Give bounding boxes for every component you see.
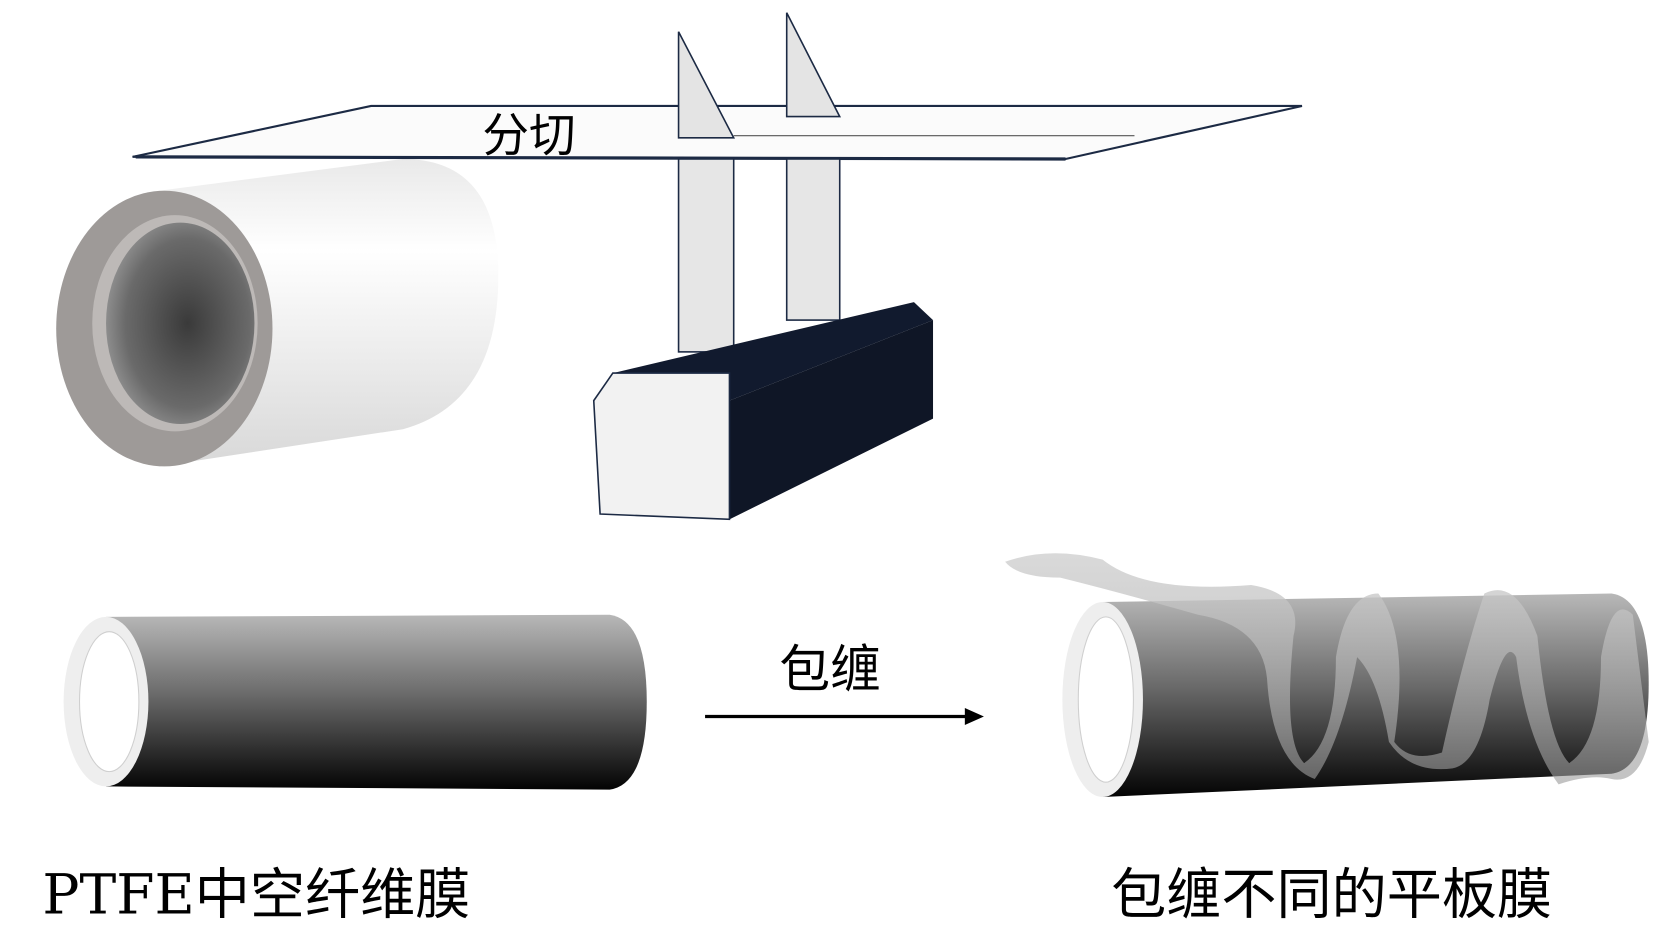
wrapped-tube (1005, 553, 1649, 798)
ptfe-hollow-fiber-tube (63, 614, 647, 790)
sheet-edge (135, 155, 1066, 161)
membrane-roll (56, 158, 499, 467)
wrapping-label: 包缠 (779, 640, 881, 699)
ptfe-hollow-fiber-caption: PTFE中空纤维膜 (42, 863, 470, 927)
arrow-right-icon (705, 708, 984, 725)
slitting-label: 分切 (482, 109, 575, 163)
cutting-blades (677, 12, 842, 353)
wrapped-flat-membrane-caption: 包缠不同的平板膜 (1111, 863, 1552, 927)
blade-holder-block (592, 302, 934, 521)
